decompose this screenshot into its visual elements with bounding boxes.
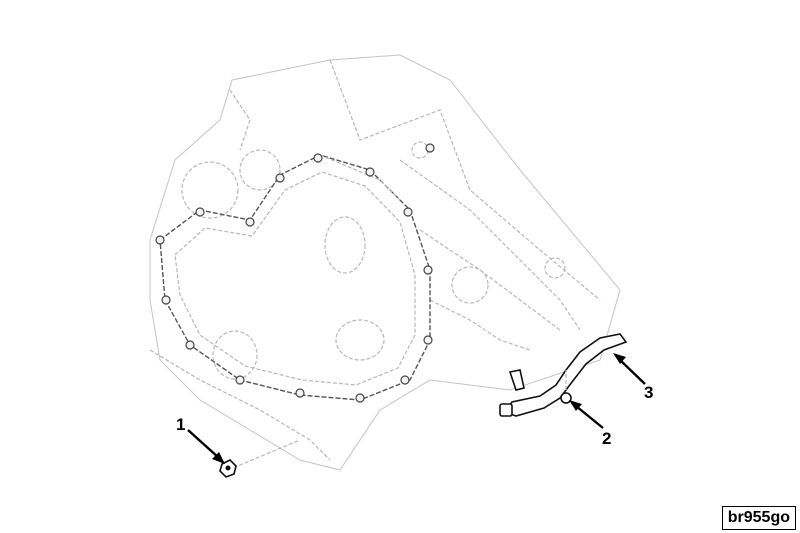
reference-code-label: br955go: [721, 506, 796, 530]
nut-part: [219, 439, 301, 478]
engine-block: [149, 54, 621, 471]
callout-1: 1: [176, 415, 185, 434]
o-ring-part: [560, 370, 572, 404]
callout-3: 3: [644, 383, 653, 402]
tube-part: [499, 333, 628, 417]
callout-2: 2: [602, 429, 611, 448]
front-cover: [149, 154, 431, 461]
cover-bolts: [155, 143, 435, 403]
leader-lines: [187, 353, 646, 464]
